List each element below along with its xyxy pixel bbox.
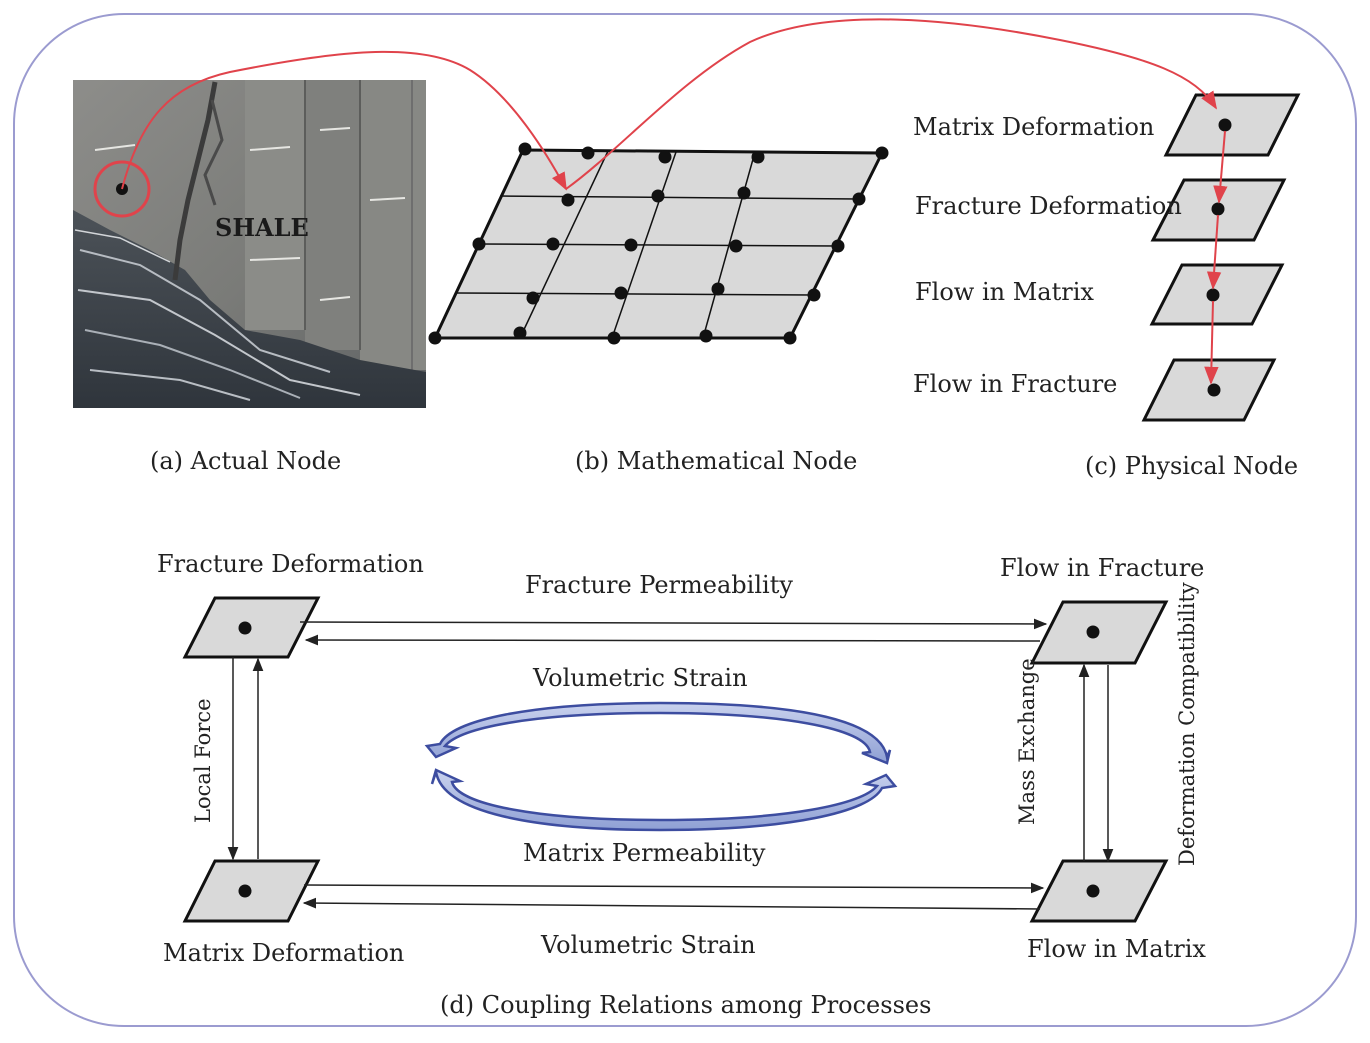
connector-math-to-physical <box>565 18 1217 190</box>
node-matrix-deformation <box>182 859 321 923</box>
layer-label-fracture-deformation: Fracture Deformation <box>915 192 1182 220</box>
arrow-fracture-permeability-forward <box>299 618 1048 630</box>
caption-a: (a) Actual Node <box>150 447 341 475</box>
node-fracture-deformation <box>182 596 321 659</box>
arrow-volumetric-strain-back <box>302 897 1041 910</box>
relation-deformation-compatibility: Deformation Compatibility <box>1175 582 1199 866</box>
shale-label: SHALE <box>215 213 309 242</box>
arrow-fracture-permeability-back <box>304 634 1041 646</box>
label-flow-in-fracture: Flow in Fracture <box>1000 554 1204 582</box>
label-flow-in-matrix: Flow in Matrix <box>1027 935 1206 963</box>
node-flow-in-matrix <box>1029 859 1169 923</box>
caption-d: (d) Coupling Relations among Processes <box>440 991 931 1019</box>
arrow-matrix-permeability-forward <box>303 882 1045 894</box>
caption-c: (c) Physical Node <box>1085 452 1298 480</box>
volumetric-strain-cycle <box>424 701 898 832</box>
caption-b: (b) Mathematical Node <box>575 447 857 475</box>
physical-node-layers <box>1141 93 1301 422</box>
relation-mass-exchange: Mass Exchange <box>1015 658 1039 825</box>
connector-actual-to-math <box>121 50 567 191</box>
relation-matrix-permeability: Matrix Permeability <box>523 839 766 867</box>
relation-local-force: Local Force <box>191 698 215 823</box>
label-fracture-deformation: Fracture Deformation <box>157 550 424 578</box>
shale-photo: SHALE <box>73 80 426 408</box>
layer-label-matrix-deformation: Matrix Deformation <box>913 113 1154 141</box>
relation-volumetric-strain-bottom: Volumetric Strain <box>540 931 756 959</box>
mesh-grid <box>428 142 889 345</box>
label-matrix-deformation: Matrix Deformation <box>163 939 404 967</box>
layer-label-flow-in-matrix: Flow in Matrix <box>915 278 1094 306</box>
node-flow-in-fracture <box>1029 600 1169 665</box>
relation-volumetric-strain-center: Volumetric Strain <box>532 664 748 692</box>
layer-label-flow-in-fracture: Flow in Fracture <box>913 370 1117 398</box>
relation-fracture-permeability: Fracture Permeability <box>525 571 793 599</box>
